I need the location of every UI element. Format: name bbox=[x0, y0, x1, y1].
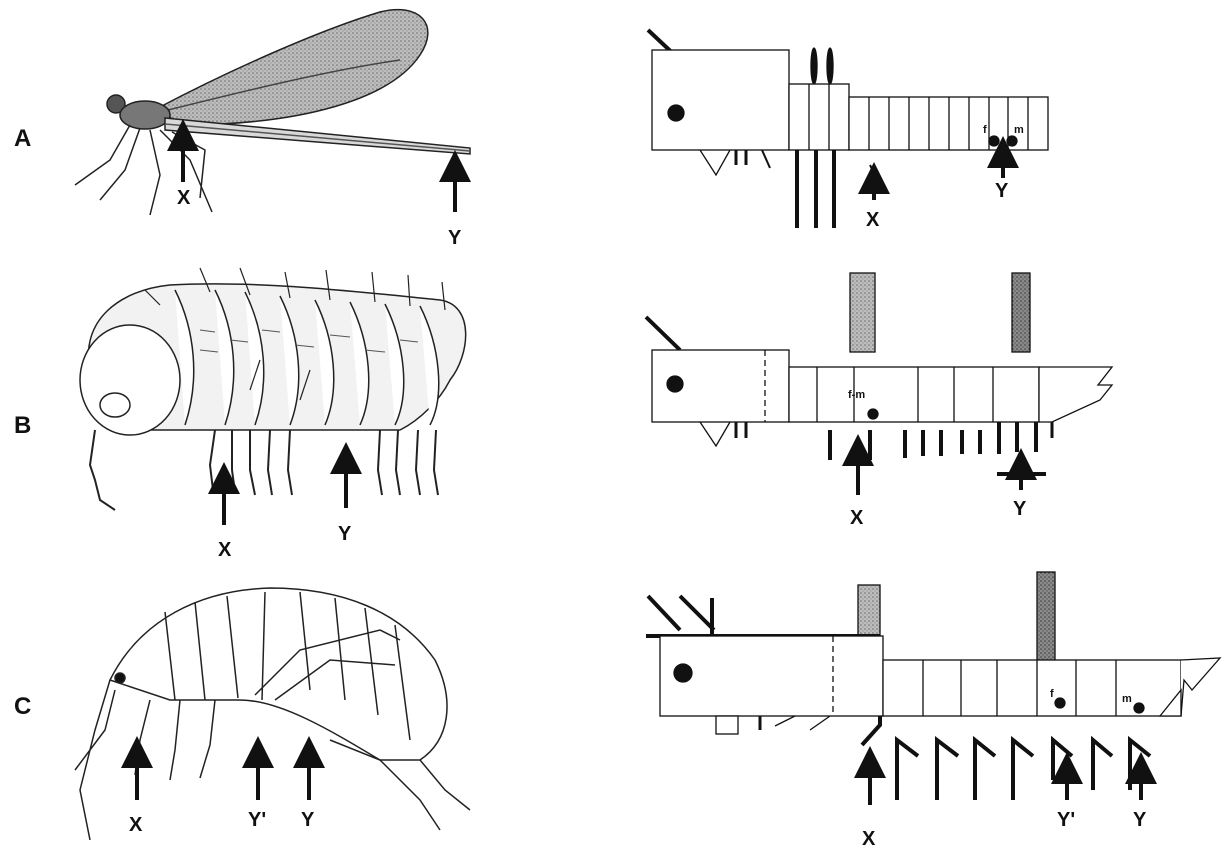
amphipod-illustration bbox=[75, 588, 470, 840]
label-a-m: m bbox=[1014, 124, 1024, 136]
label-c-left-x: X bbox=[129, 814, 143, 836]
label-b-left-x: X bbox=[218, 539, 232, 561]
schematic-a bbox=[648, 30, 1048, 228]
label-b-left-y: Y bbox=[338, 523, 352, 545]
label-a-left-x: X bbox=[177, 187, 191, 209]
label-c-right-x: X bbox=[862, 828, 876, 850]
label-a-f: f bbox=[983, 124, 987, 136]
label-b-right-x: X bbox=[850, 507, 864, 529]
label-c-f: f bbox=[1050, 688, 1054, 700]
label-a-left-y: Y bbox=[448, 227, 462, 249]
label-a-right-y: Y bbox=[995, 180, 1009, 202]
label-a-right-x: X bbox=[866, 209, 880, 231]
label-c-right-y: Y bbox=[1133, 809, 1147, 831]
label-c-left-y: Y bbox=[301, 809, 315, 831]
schematic-c bbox=[646, 572, 1220, 800]
schematic-b bbox=[646, 273, 1112, 474]
label-b-fm: f-m bbox=[848, 389, 865, 401]
millipede-illustration bbox=[80, 268, 466, 510]
label-c-left-y1: Y' bbox=[248, 809, 266, 831]
label-c-m: m bbox=[1122, 693, 1132, 705]
label-c-right-y1: Y' bbox=[1057, 809, 1075, 831]
damselfly-illustration bbox=[75, 10, 470, 215]
label-b-right-y: Y bbox=[1013, 498, 1027, 520]
